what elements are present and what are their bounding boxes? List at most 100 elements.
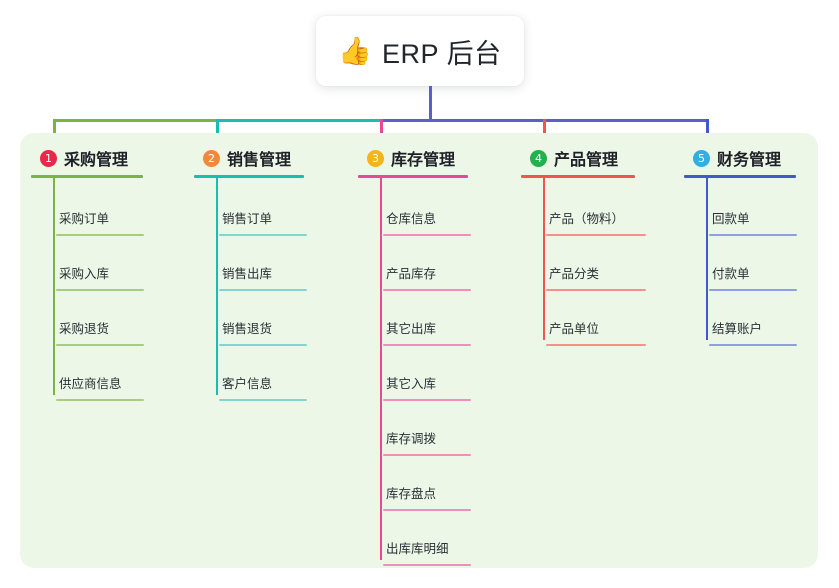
branch-leaf-item[interactable]: 付款单: [709, 263, 805, 291]
branch-leaf-underline: [383, 509, 471, 511]
branch-leaf-label: 其它入库: [386, 377, 437, 391]
root-node-title: ERP 后台: [382, 38, 502, 69]
branch-leaf-label: 销售退货: [222, 322, 273, 336]
branch-leaf-item[interactable]: 采购退货: [56, 318, 152, 346]
branch-leaf-underline: [219, 344, 307, 346]
branch-title: 财务管理: [717, 152, 782, 169]
branch-leaf-item[interactable]: 销售退货: [219, 318, 315, 346]
branch-leaf-underline: [546, 344, 646, 346]
branch-leaf-label: 回款单: [712, 212, 750, 226]
branch-leaf-label: 库存调拨: [386, 432, 437, 446]
branch-header[interactable]: 5 财务管理: [693, 146, 796, 170]
branch-spine: [53, 177, 55, 395]
branch-leaf-item[interactable]: 销售订单: [219, 208, 315, 236]
branch-column-4: 4 产品管理: [521, 146, 635, 178]
branch-leaf-underline: [383, 564, 471, 566]
branch-leaf-item[interactable]: 库存调拨: [383, 428, 479, 456]
branch-leaf-item[interactable]: 采购订单: [56, 208, 152, 236]
branch-leaf-underline: [383, 234, 471, 236]
branch-underline: [521, 175, 635, 178]
branch-leaf-label: 产品库存: [386, 267, 437, 281]
thumbs-up-icon: 👍: [338, 35, 373, 66]
root-node-card[interactable]: 👍 ERP 后台: [316, 16, 524, 86]
branch-header[interactable]: 2 销售管理: [203, 146, 304, 170]
branch-leaf-label: 库存盘点: [386, 487, 437, 501]
branch-title: 采购管理: [64, 152, 129, 169]
branch-leaf-item[interactable]: 其它入库: [383, 373, 479, 401]
branch-spine: [380, 177, 382, 560]
branch-leaf-underline: [383, 289, 471, 291]
branch-leaf-label: 客户信息: [222, 377, 273, 391]
branch-leaf-label: 其它出库: [386, 322, 437, 336]
branch-leaf-underline: [56, 399, 144, 401]
branch-number-badge: 2: [203, 149, 220, 167]
branches-panel: [20, 133, 818, 568]
branch-leaf-item[interactable]: 结算账户: [709, 318, 805, 346]
branch-leaf-underline: [546, 234, 646, 236]
branch-leaf-item[interactable]: 库存盘点: [383, 483, 479, 511]
branch-leaf-item[interactable]: 采购入库: [56, 263, 152, 291]
branch-title: 库存管理: [391, 152, 456, 169]
branch-leaf-item[interactable]: 产品单位: [546, 318, 646, 346]
branch-leaf-label: 产品（物料）: [549, 212, 625, 226]
branch-leaf-label: 产品分类: [549, 267, 600, 281]
branch-spine: [706, 177, 708, 340]
trunk-segment: [53, 119, 216, 122]
branch-column-1: 1 采购管理: [31, 146, 143, 178]
branch-number-badge: 1: [40, 149, 57, 167]
branch-leaf-underline: [383, 399, 471, 401]
branch-leaf-underline: [56, 289, 144, 291]
branch-underline: [194, 175, 304, 178]
branch-leaf-label: 付款单: [712, 267, 750, 281]
branch-leaf-label: 供应商信息: [59, 377, 122, 391]
branch-underline: [684, 175, 796, 178]
branch-column-5: 5 财务管理: [684, 146, 796, 178]
branch-leaf-label: 仓库信息: [386, 212, 437, 226]
branch-leaf-underline: [709, 289, 797, 291]
branch-leaf-item[interactable]: 客户信息: [219, 373, 315, 401]
branch-leaf-label: 采购退货: [59, 322, 110, 336]
branch-underline: [358, 175, 468, 178]
branch-underline: [31, 175, 143, 178]
branch-leaf-item[interactable]: 销售出库: [219, 263, 315, 291]
branch-title: 产品管理: [554, 152, 619, 169]
branch-leaf-label: 结算账户: [712, 322, 763, 336]
branch-leaf-label: 产品单位: [549, 322, 600, 336]
branch-leaf-label: 销售订单: [222, 212, 273, 226]
branch-leaf-underline: [56, 234, 144, 236]
branch-leaf-underline: [709, 344, 797, 346]
branch-leaf-label: 采购入库: [59, 267, 110, 281]
trunk-segment: [216, 119, 380, 122]
branch-title: 销售管理: [227, 152, 292, 169]
branch-header[interactable]: 1 采购管理: [40, 146, 143, 170]
branch-header[interactable]: 4 产品管理: [530, 146, 635, 170]
branch-leaf-underline: [383, 454, 471, 456]
branch-leaf-underline: [383, 344, 471, 346]
branch-leaf-item[interactable]: 其它出库: [383, 318, 479, 346]
branch-leaf-underline: [219, 289, 307, 291]
branch-leaf-underline: [219, 234, 307, 236]
branch-leaf-underline: [709, 234, 797, 236]
branch-leaf-item[interactable]: 产品库存: [383, 263, 479, 291]
branch-spine: [543, 177, 545, 340]
trunk-segment: [543, 119, 708, 122]
branch-leaf-label: 销售出库: [222, 267, 273, 281]
branch-leaf-underline: [56, 344, 144, 346]
branch-leaf-item[interactable]: 出库库明细: [383, 538, 479, 566]
branch-header[interactable]: 3 库存管理: [367, 146, 468, 170]
branch-leaf-item[interactable]: 回款单: [709, 208, 805, 236]
branch-number-badge: 4: [530, 149, 547, 167]
branch-leaf-item[interactable]: 产品分类: [546, 263, 646, 291]
branch-leaf-item[interactable]: 供应商信息: [56, 373, 152, 401]
branch-number-badge: 3: [367, 149, 384, 167]
branch-leaf-label: 采购订单: [59, 212, 110, 226]
branch-column-2: 2 销售管理: [194, 146, 304, 178]
branch-leaf-underline: [219, 399, 307, 401]
branch-column-3: 3 库存管理: [358, 146, 468, 178]
branch-leaf-item[interactable]: 产品（物料）: [546, 208, 646, 236]
branch-spine: [216, 177, 218, 395]
branch-number-badge: 5: [693, 149, 710, 167]
branch-leaf-item[interactable]: 仓库信息: [383, 208, 479, 236]
root-stem-line: [429, 86, 432, 122]
